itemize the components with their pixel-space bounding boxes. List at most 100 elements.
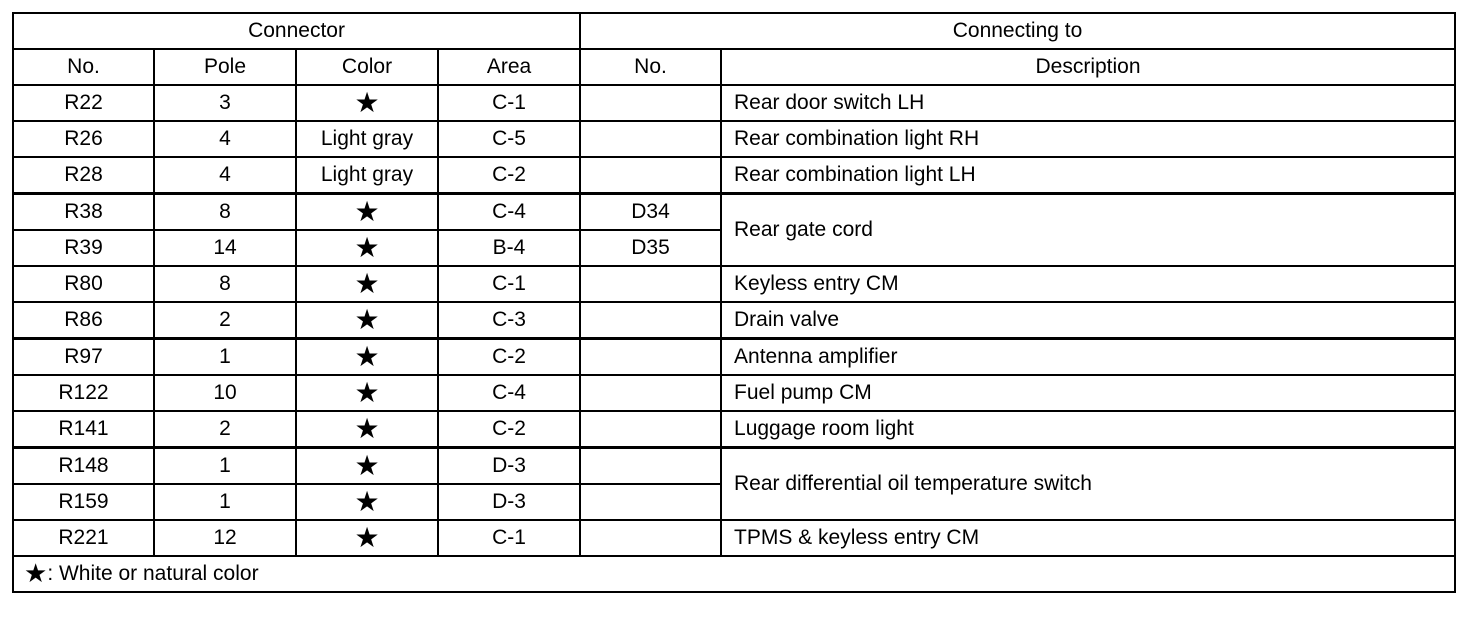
- cell-color: ★: [295, 192, 439, 231]
- star-icon: ★: [354, 230, 380, 264]
- cell-area: C-2: [436, 337, 582, 376]
- cell-color: ★: [295, 519, 439, 557]
- star-icon: ★: [354, 266, 380, 300]
- cell-connecting-no: [579, 410, 723, 449]
- cell-area: D-3: [436, 446, 582, 485]
- cell-pole: 12: [153, 519, 297, 557]
- table-row: R141 2 ★ C-2 Luggage room light: [12, 410, 1457, 449]
- cell-color: ★: [295, 265, 439, 303]
- cell-color: ★: [295, 84, 439, 122]
- cell-description: Antenna amplifier: [720, 337, 1457, 376]
- cell-pole: 2: [153, 301, 297, 340]
- table-row: R26 4 Light gray C-5 Rear combination li…: [12, 120, 1457, 158]
- table-row: R86 2 ★ C-3 Drain valve: [12, 301, 1457, 340]
- cell-area: C-1: [436, 265, 582, 303]
- cell-description: Drain valve: [720, 301, 1457, 340]
- cell-description: Luggage room light: [720, 410, 1457, 449]
- table-row: R221 12 ★ C-1 TPMS & keyless entry CM: [12, 519, 1457, 557]
- cell-area: C-1: [436, 519, 582, 557]
- star-icon: ★: [354, 448, 380, 482]
- col-header-connecting-no: No.: [579, 48, 723, 86]
- table-row: R148 1 ★ D-3 Rear differential oil tempe…: [12, 446, 1457, 521]
- star-icon: ★: [354, 411, 380, 445]
- cell-no: R97: [12, 337, 155, 376]
- cell-connecting-no: [579, 84, 723, 122]
- cell-color: ★: [295, 446, 439, 485]
- table-row: R39 14 ★ B-4 D35: [12, 229, 1455, 267]
- cell-pole: 1: [153, 337, 297, 376]
- cell-connecting-no: [579, 156, 723, 195]
- footnote-row: ★: White or natural color: [11, 555, 1457, 593]
- cell-description: Rear differential oil temperature switch: [720, 446, 1457, 521]
- cell-area: D-3: [436, 483, 582, 521]
- cell-color: Light gray: [295, 156, 439, 195]
- col-header-no: No.: [12, 48, 155, 86]
- cell-no: R86: [12, 301, 155, 340]
- footnote: ★: White or natural color: [11, 555, 1457, 593]
- group-header-row: Connector Connecting to: [11, 12, 1457, 50]
- star-icon: ★: [354, 194, 380, 228]
- col-header-color: Color: [295, 48, 439, 86]
- cell-no: R26: [12, 120, 155, 158]
- connecting-to-group-header: Connecting to: [579, 12, 1457, 50]
- cell-area: C-4: [436, 192, 582, 231]
- star-icon: ★: [354, 484, 380, 518]
- star-icon: ★: [354, 520, 380, 554]
- cell-no: R39: [12, 229, 155, 267]
- cell-area: C-4: [436, 374, 582, 412]
- star-icon: ★: [354, 85, 380, 119]
- cell-pole: 8: [153, 265, 297, 303]
- cell-connecting-no: [579, 301, 723, 340]
- cell-connecting-no: [579, 374, 723, 412]
- table-row: R122 10 ★ C-4 Fuel pump CM: [12, 374, 1457, 412]
- cell-no: R80: [12, 265, 155, 303]
- cell-connecting-no: [579, 120, 723, 158]
- connector-group-header: Connector: [11, 12, 582, 50]
- col-header-pole: Pole: [153, 48, 297, 86]
- cell-pole: 1: [153, 483, 297, 521]
- cell-no: R148: [12, 446, 155, 485]
- star-icon: ★: [354, 339, 380, 373]
- cell-pole: 3: [153, 84, 297, 122]
- cell-description: Rear door switch LH: [720, 84, 1457, 122]
- cell-connecting-no: [579, 337, 723, 376]
- cell-description: Rear gate cord: [720, 192, 1457, 267]
- cell-color: ★: [295, 229, 439, 267]
- star-icon: ★: [354, 375, 380, 409]
- cell-no: R22: [12, 84, 155, 122]
- cell-connecting-no: D34: [579, 192, 723, 231]
- cell-pole: 8: [153, 192, 297, 231]
- cell-no: R38: [12, 192, 155, 231]
- cell-connecting-no: [579, 483, 723, 521]
- table-row: R159 1 ★ D-3: [12, 483, 1455, 521]
- cell-description: Fuel pump CM: [720, 374, 1457, 412]
- cell-area: C-2: [436, 156, 582, 195]
- cell-connecting-no: D35: [579, 229, 723, 267]
- table-row: R22 3 ★ C-1 Rear door switch LH: [12, 84, 1457, 122]
- cell-connecting-no: [579, 265, 723, 303]
- cell-no: R141: [12, 410, 155, 449]
- cell-pole: 2: [153, 410, 297, 449]
- cell-color: ★: [295, 301, 439, 340]
- cell-area: C-1: [436, 84, 582, 122]
- cell-pole: 1: [153, 446, 297, 485]
- cell-color: ★: [295, 410, 439, 449]
- cell-description: Keyless entry CM: [720, 265, 1457, 303]
- col-header-description: Description: [720, 48, 1457, 86]
- cell-area: B-4: [436, 229, 582, 267]
- cell-pole: 4: [153, 156, 297, 195]
- cell-pole: 10: [153, 374, 297, 412]
- col-header-area: Area: [436, 48, 582, 86]
- star-icon: ★: [354, 302, 380, 336]
- table-row: R38 8 ★ C-4 D34 Rear gate cord: [12, 192, 1457, 267]
- cell-no: R221: [12, 519, 155, 557]
- cell-no: R159: [12, 483, 155, 521]
- cell-color: ★: [295, 337, 439, 376]
- cell-connecting-no: [579, 519, 723, 557]
- cell-pole: 4: [153, 120, 297, 158]
- cell-area: C-3: [436, 301, 582, 340]
- table-row: R80 8 ★ C-1 Keyless entry CM: [12, 265, 1457, 303]
- cell-color: ★: [295, 374, 439, 412]
- cell-connecting-no: [579, 446, 723, 485]
- cell-no: R122: [12, 374, 155, 412]
